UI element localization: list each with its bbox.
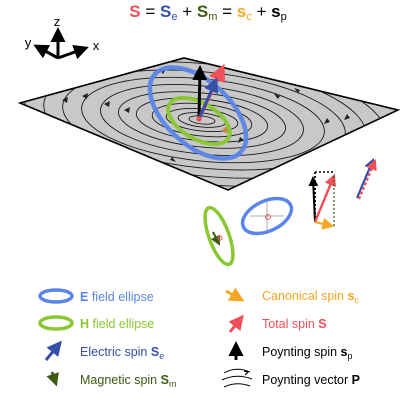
h-field-ellipse-main <box>166 95 232 147</box>
eq-poynting-sub: p <box>281 11 287 23</box>
z-axis-label: z <box>54 14 61 29</box>
magnetic-spin-arrow-detail <box>210 231 220 246</box>
central-ellipses <box>147 63 249 161</box>
legend-canonical-spin-label: Canonical spin sc <box>262 289 359 305</box>
legend-poynting-vector-label: Poynting vector P <box>262 373 360 387</box>
legend-magnetic-spin-icon <box>46 371 59 387</box>
equation-header: S = Se + Sm = sc + sp <box>129 2 286 23</box>
legend-total-spin-label: Total spin S <box>262 317 327 331</box>
legend-left: E field ellipse H field ellipse Electric… <box>38 288 176 389</box>
legend-e-ellipse-label: E field ellipse <box>80 290 154 304</box>
legend-electric-spin-icon <box>44 340 62 361</box>
legend-poynting-vector-icon <box>221 368 253 388</box>
y-axis-label: y <box>25 35 32 50</box>
poynting-plane <box>17 57 401 191</box>
electric-spin-arrow-main <box>197 77 219 120</box>
e-origin <box>265 214 271 220</box>
eq-magnetic-spin: S <box>197 2 208 21</box>
field-direction-arrows <box>62 69 350 162</box>
eq-electric-sub: e <box>171 11 177 23</box>
e-field-ellipse-detail <box>240 196 294 236</box>
eq-plus-2: + <box>252 2 271 21</box>
legend-magnetic-spin-label: Magnetic spin Sm <box>80 373 176 389</box>
decomp-poynting-arrow <box>308 176 319 223</box>
y-axis-arrow <box>33 44 59 60</box>
decomp-canonical-arrow <box>314 217 335 230</box>
eq-equals-1: = <box>141 2 160 21</box>
x-axis-label: x <box>93 38 100 53</box>
legend-h-ellipse-label: H field ellipse <box>80 317 154 331</box>
sum-total-arrow <box>357 158 377 200</box>
origin-dot <box>196 116 202 122</box>
legend-poynting-spin-label: Poynting spin sp <box>262 345 353 361</box>
poynting-spin-arrow-main <box>192 65 208 120</box>
decomposition-diagram <box>308 171 336 230</box>
legend-right: Canonical spin sc Total spin S Poynting … <box>221 287 360 388</box>
eq-poynting-spin: s <box>271 2 280 21</box>
eq-equals-2: = <box>217 2 236 21</box>
electric-magnetic-sum <box>355 157 377 200</box>
decomp-total-arrow <box>313 173 336 223</box>
eq-canonical-sub: c <box>246 11 252 23</box>
legend-h-ellipse-icon <box>38 315 74 331</box>
separate-e-ellipse <box>240 196 294 236</box>
h-field-ellipse-detail <box>203 205 235 267</box>
legend-canonical-spin-icon <box>225 287 245 302</box>
legend-e-ellipse-icon <box>38 288 74 304</box>
e-field-ellipse-main <box>147 65 249 161</box>
separate-h-ellipse <box>203 205 235 267</box>
eq-electric-spin: S <box>160 2 171 21</box>
axes-triad: z y x <box>25 14 100 60</box>
eq-plus-1: + <box>177 2 196 21</box>
sum-electric-arrow <box>355 157 375 199</box>
legend-total-spin-icon <box>228 314 244 333</box>
eq-magnetic-sub: m <box>208 11 217 23</box>
eq-total-spin: S <box>129 2 140 21</box>
x-axis-arrow <box>57 44 89 60</box>
h-origin <box>217 235 223 241</box>
eq-canonical-spin: s <box>237 2 246 21</box>
legend-electric-spin-label: Electric spin Se <box>80 345 164 361</box>
